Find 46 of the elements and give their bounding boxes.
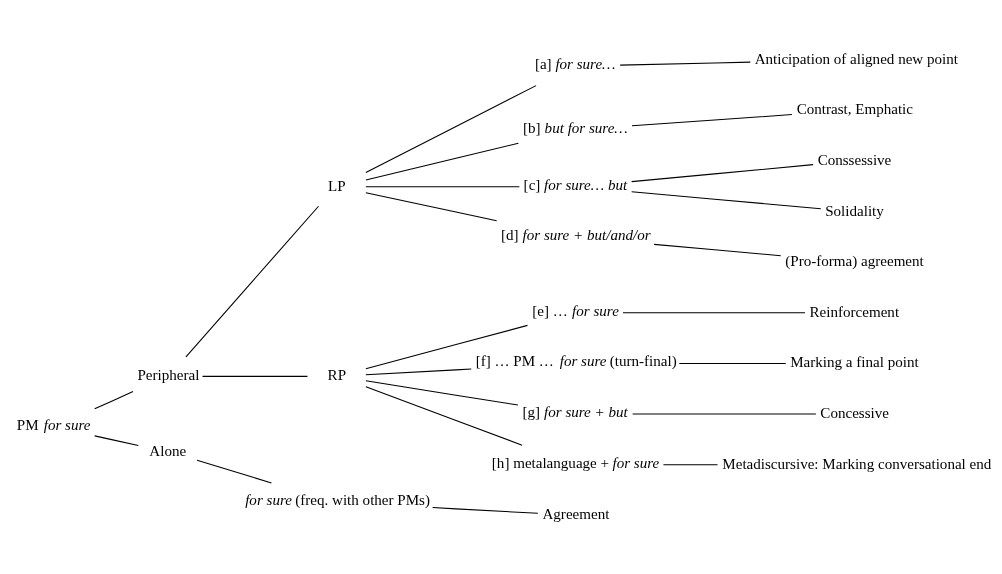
connector (365, 185, 520, 187)
node-text: Metadiscursive: Marking conversational end (722, 455, 992, 472)
node-text: Agreement (542, 505, 610, 522)
node-text: [c] for sure… but (523, 176, 628, 193)
connector (662, 463, 719, 465)
node-text: [f] … PM … for sure (turn-final) (475, 352, 677, 369)
node-text: Conssessive (817, 151, 892, 168)
connector (631, 163, 814, 182)
connector (201, 375, 309, 377)
node-text: Contrast, Emphatic (796, 100, 913, 117)
node-text: PM for sure (16, 416, 91, 433)
connector (365, 324, 529, 369)
node-text: for sure (freq. with other PMs) (245, 491, 430, 508)
connector (365, 379, 519, 406)
connector (365, 142, 519, 181)
node-text: [d] for sure + but/and/or (501, 226, 651, 243)
node-text: (Pro-forma) agreement (785, 252, 924, 269)
node-text: [e] … for sure (532, 302, 619, 319)
node-text: [g] for sure + but (522, 403, 628, 420)
connector (94, 390, 134, 409)
connector (365, 368, 472, 375)
node-text: Anticipation of aligned new point (754, 50, 958, 67)
node-text: [b] but for sure… (523, 119, 628, 136)
connector (619, 61, 751, 66)
connector (94, 434, 139, 446)
connector (653, 243, 782, 256)
connector (631, 113, 793, 126)
connector (678, 362, 787, 364)
connector (622, 311, 806, 313)
node-text: Reinforcement (809, 303, 900, 320)
node-text: Concessive (820, 404, 889, 421)
node-text: [a] for sure… (534, 55, 616, 72)
node-text: LP (328, 177, 346, 194)
connector (196, 459, 272, 483)
node-text: Solidality (825, 202, 884, 219)
connector (365, 84, 537, 173)
node-text: Marking a final point (790, 353, 919, 370)
connector (631, 190, 822, 209)
connector (432, 506, 539, 514)
node-text: RP (327, 366, 347, 383)
node-text: Alone (149, 442, 187, 459)
connector (365, 191, 498, 221)
node-text: Peripheral (137, 366, 200, 383)
node-text: [h] metalanguage + for sure (491, 454, 660, 471)
connector (185, 205, 320, 357)
connector (365, 385, 523, 446)
